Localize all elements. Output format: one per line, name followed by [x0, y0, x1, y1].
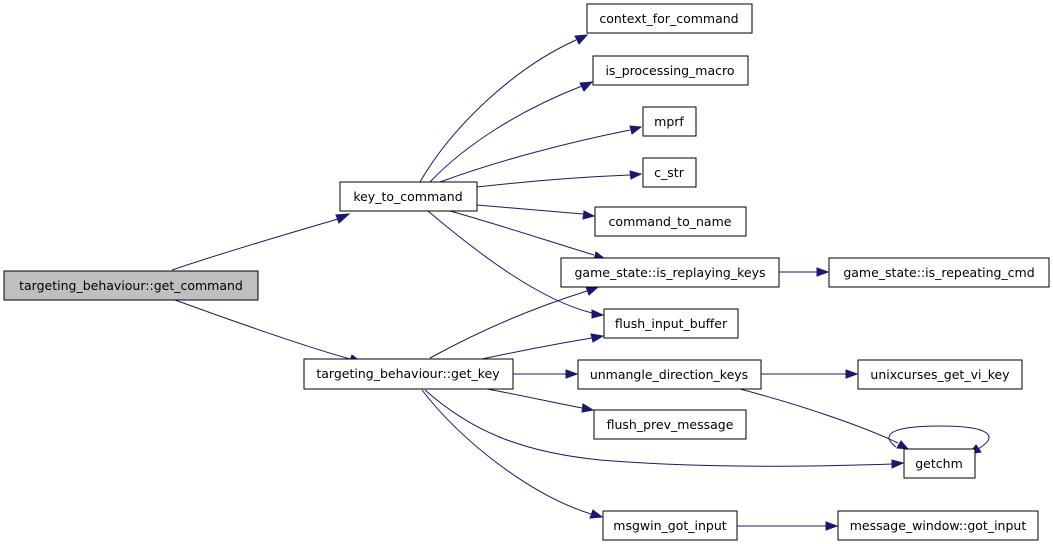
edge-key-to-command-to-command-to-name [476, 204, 596, 220]
node-got-input-label: message_window::got_input [850, 518, 1027, 533]
node-get-key[interactable]: targeting_behaviour::get_key [303, 358, 514, 390]
node-unixcurses-get-vi-key[interactable]: unixcurses_get_vi_key [857, 359, 1023, 390]
edge-get-command-to-get-key [174, 299, 363, 364]
node-mprf-label: mprf [654, 114, 684, 129]
node-mprf[interactable]: mprf [642, 106, 697, 137]
node-command-to-name[interactable]: command_to_name [594, 206, 747, 237]
edge-get-key-to-unmangle-direction-keys [512, 369, 579, 379]
edge-is-replaying-keys-to-is-repeating-cmd [779, 267, 830, 277]
edge-get-command-to-key-to-command [171, 213, 351, 271]
node-is-replaying-keys[interactable]: game_state::is_replaying_keys [560, 257, 780, 288]
edge-key-to-command-to-context-for-command [419, 34, 589, 183]
node-flush-input-buffer-label: flush_input_buffer [615, 316, 728, 331]
node-c-str-label: c_str [654, 165, 685, 180]
node-is-repeating-cmd[interactable]: game_state::is_repeating_cmd [828, 257, 1050, 288]
node-flush-prev-message-label: flush_prev_message [607, 417, 734, 432]
node-get-key-label: targeting_behaviour::get_key [316, 366, 500, 381]
edge-key-to-command-to-mprf [439, 125, 643, 183]
edge-get-key-to-is-replaying-keys [429, 286, 600, 359]
node-getchm[interactable]: getchm [903, 448, 976, 479]
node-is-processing-macro[interactable]: is_processing_macro [592, 55, 749, 86]
node-msgwin-got-input-label: msgwin_got_input [613, 518, 726, 533]
edge-get-key-to-flush-prev-message [486, 388, 595, 413]
nodes: targeting_behaviour::get_command key_to_… [3, 3, 1050, 541]
node-get-command-label: targeting_behaviour::get_command [19, 278, 243, 293]
node-getchm-label: getchm [915, 456, 963, 471]
node-unmangle-direction-keys-label: unmangle_direction_keys [590, 367, 748, 382]
edge-key-to-command-to-flush-input-buffer [427, 210, 605, 319]
edge-get-key-to-getchm [424, 389, 905, 469]
node-unmangle-direction-keys[interactable]: unmangle_direction_keys [577, 359, 762, 390]
edge-key-to-command-to-c-str [476, 170, 643, 188]
node-is-processing-macro-label: is_processing_macro [605, 63, 734, 78]
edge-get-key-to-flush-input-buffer [476, 333, 605, 361]
node-c-str[interactable]: c_str [642, 157, 697, 188]
edge-key-to-command-to-is-processing-macro [429, 81, 594, 183]
edge-unmangle-direction-keys-to-unixcurses-get-vi-key [760, 369, 859, 379]
node-got-input[interactable]: message_window::got_input [837, 510, 1039, 541]
node-msgwin-got-input[interactable]: msgwin_got_input [602, 510, 738, 541]
edge-msgwin-got-input-to-got-input [737, 521, 839, 531]
node-context-for-command-label: context_for_command [599, 11, 738, 26]
edge-unmangle-direction-keys-to-getchm [739, 388, 910, 450]
node-flush-prev-message[interactable]: flush_prev_message [593, 409, 747, 440]
node-unixcurses-get-vi-key-label: unixcurses_get_vi_key [870, 367, 1010, 382]
node-context-for-command[interactable]: context_for_command [586, 3, 753, 34]
edge-get-key-to-msgwin-got-input [421, 389, 604, 519]
node-is-replaying-keys-label: game_state::is_replaying_keys [574, 265, 765, 280]
node-get-command[interactable]: targeting_behaviour::get_command [3, 270, 259, 301]
node-key-to-command[interactable]: key_to_command [339, 181, 478, 212]
node-command-to-name-label: command_to_name [609, 214, 732, 229]
node-is-repeating-cmd-label: game_state::is_repeating_cmd [843, 265, 1034, 280]
edge-key-to-command-to-is-replaying-keys [449, 210, 607, 261]
node-flush-input-buffer[interactable]: flush_input_buffer [603, 308, 739, 339]
node-key-to-command-label: key_to_command [353, 189, 462, 204]
